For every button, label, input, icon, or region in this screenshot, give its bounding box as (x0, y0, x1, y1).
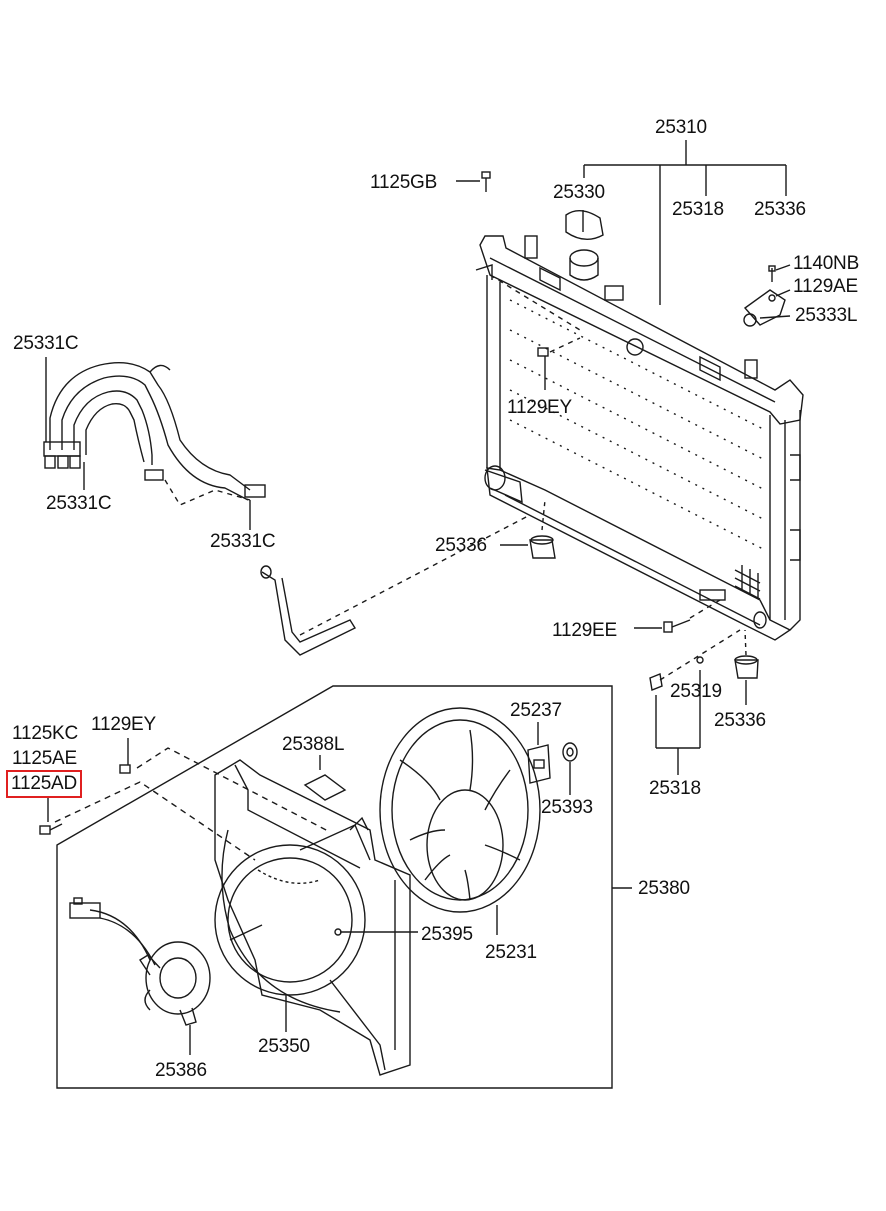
fan-assembly-frame (56, 685, 632, 1089)
part-label-25395[interactable]: 25395 (421, 924, 473, 945)
part-label-25386[interactable]: 25386 (155, 1060, 207, 1081)
part-label-1125AE[interactable]: 1125AE (12, 748, 78, 769)
part-label-25336-mid[interactable]: 25336 (435, 535, 487, 556)
part-label-1129AE-top[interactable]: 1129AE (793, 276, 859, 297)
part-label-25333L[interactable]: 25333L (795, 305, 858, 326)
part-label-25318-low[interactable]: 25318 (649, 778, 701, 799)
part-label-25330[interactable]: 25330 (553, 182, 605, 203)
part-label-1125KC[interactable]: 1125KC (12, 723, 79, 744)
hose-icon (43, 362, 531, 656)
bolt-icon (634, 599, 721, 633)
mount-rubber-icon (500, 499, 556, 559)
part-label-25350[interactable]: 25350 (258, 1036, 310, 1057)
fan-blade-icon (379, 707, 541, 913)
part-label-25331C-b[interactable]: 25331C (46, 493, 112, 514)
leader-hose (45, 357, 251, 530)
part-label-1129EE[interactable]: 1129EE (552, 620, 618, 641)
fastener-paths (39, 738, 331, 861)
mount-bracket-icon (743, 265, 786, 327)
part-label-25388L[interactable]: 25388L (282, 734, 345, 755)
part-label-25318-top[interactable]: 25318 (672, 199, 724, 220)
radiator-cap-icon (565, 210, 604, 281)
part-label-25336-low[interactable]: 25336 (714, 710, 766, 731)
label-sticker-icon (303, 774, 347, 801)
part-label-25336-top[interactable]: 25336 (754, 199, 806, 220)
radiator-icon (475, 235, 804, 641)
part-label-1140NB[interactable]: 1140NB (793, 253, 860, 274)
fan-shroud-icon (214, 759, 411, 1076)
part-label-25231[interactable]: 25231 (485, 942, 537, 963)
part-label-1129EY-top[interactable]: 1129EY (507, 397, 573, 418)
part-label-25319[interactable]: 25319 (670, 681, 722, 702)
part-label-1129EY-low[interactable]: 1129EY (91, 714, 157, 735)
mount-rubber-icon (649, 629, 759, 705)
part-label-25393[interactable]: 25393 (541, 797, 593, 818)
part-label-25237[interactable]: 25237 (510, 700, 562, 721)
fan-motor-icon (69, 897, 498, 1055)
bolt-icon (456, 171, 491, 192)
part-label-1125GB[interactable]: 1125GB (370, 172, 438, 193)
part-label-25331C-a[interactable]: 25331C (13, 333, 79, 354)
part-label-25331C-c[interactable]: 25331C (210, 531, 276, 552)
part-label-25310[interactable]: 25310 (655, 117, 707, 138)
leader-25310 (583, 140, 787, 305)
leader-25318 (655, 670, 701, 775)
leader-misc (319, 210, 791, 770)
part-label-1125AD-highlighted[interactable]: 1125AD (5, 770, 83, 798)
plate-icon (527, 722, 578, 795)
part-label-25380[interactable]: 25380 (638, 878, 690, 899)
bolt-icon (489, 274, 581, 390)
